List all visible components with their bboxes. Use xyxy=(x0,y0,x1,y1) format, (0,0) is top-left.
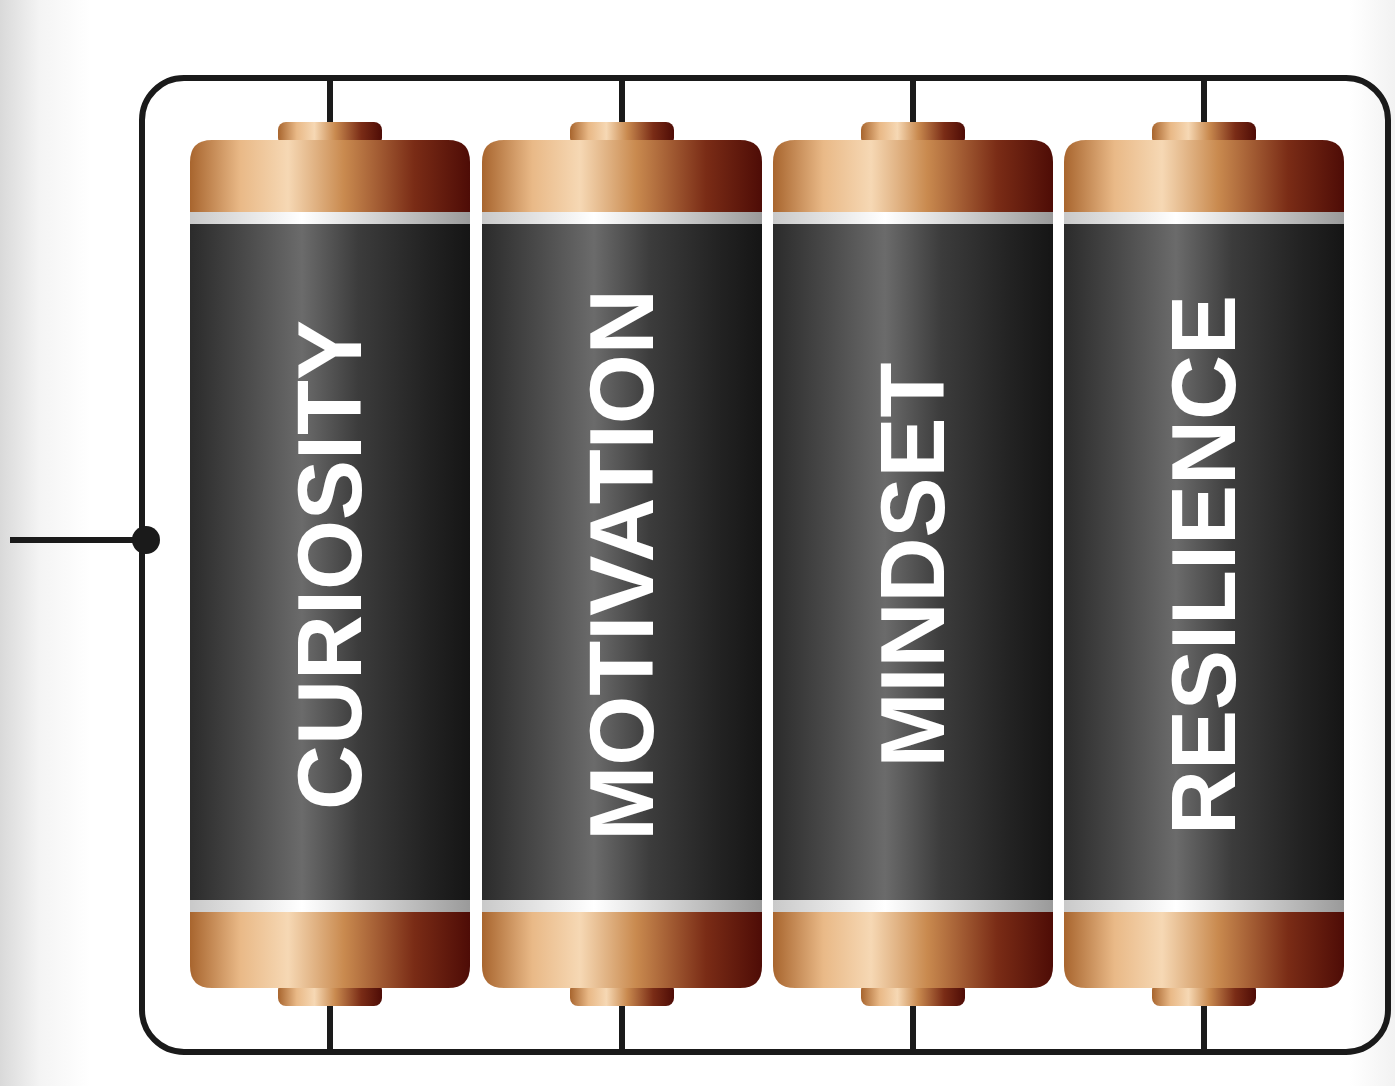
bus-frame xyxy=(142,78,1388,1052)
battery-cell: CURIOSITY xyxy=(190,120,470,1010)
battery-label: RESILIENCE xyxy=(1159,295,1249,835)
battery-label: CURIOSITY xyxy=(285,320,375,810)
battery-cell: RESILIENCE xyxy=(1064,120,1344,1010)
battery-label: MOTIVATION xyxy=(577,289,667,841)
battery-label: MINDSET xyxy=(868,363,958,768)
junction-dot xyxy=(132,526,160,554)
battery-cell: MINDSET xyxy=(773,120,1053,1010)
input-lead xyxy=(10,537,145,543)
battery-cell: MOTIVATION xyxy=(482,120,762,1010)
